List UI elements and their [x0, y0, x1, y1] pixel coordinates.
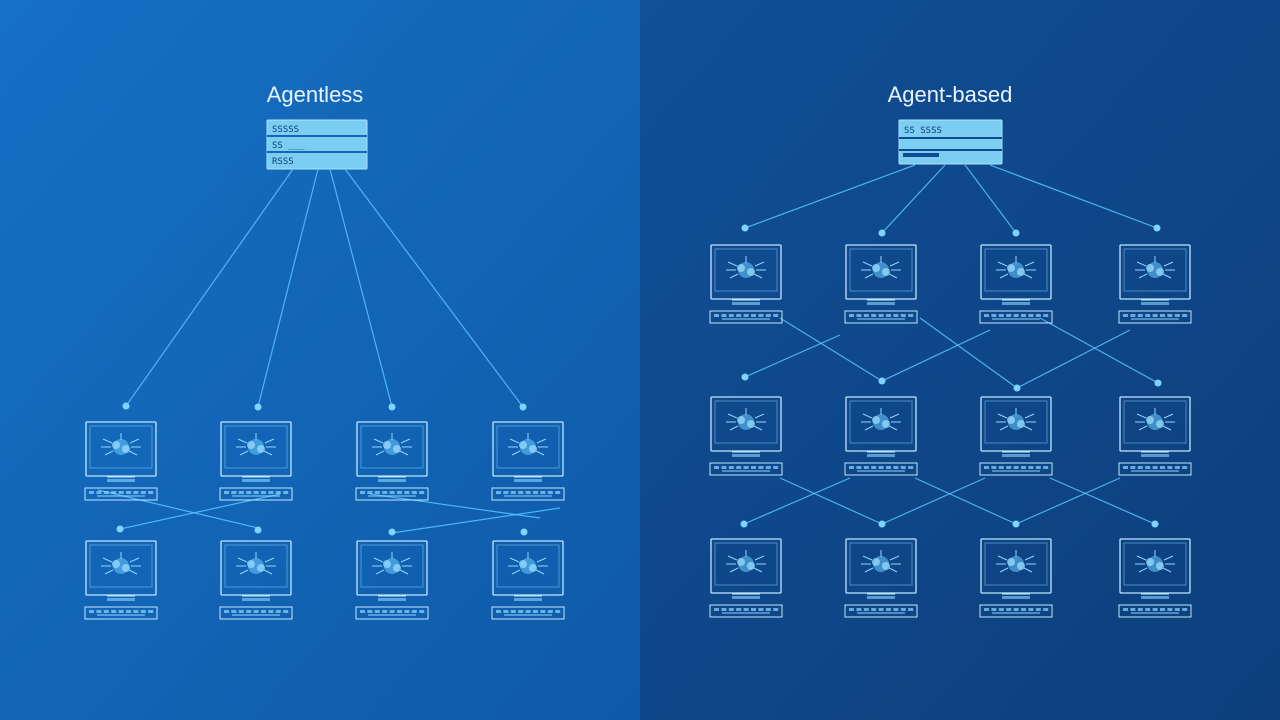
- computer-workstation-icon: [355, 540, 429, 620]
- connection-line: [743, 477, 851, 525]
- connection-line: [779, 477, 883, 525]
- connection-node: [520, 528, 528, 536]
- computer-workstation-icon: [979, 396, 1053, 476]
- connection-node: [1154, 379, 1162, 387]
- computer-workstation-icon: [491, 421, 565, 501]
- connection-line: [329, 168, 393, 408]
- computer-workstation-icon: [979, 538, 1053, 618]
- connection-line: [881, 329, 991, 382]
- connection-line: [964, 164, 1017, 234]
- computer-workstation-icon: [844, 244, 918, 324]
- connection-line: [881, 477, 986, 525]
- computer-workstation-icon: [709, 244, 783, 324]
- connection-node: [254, 403, 262, 411]
- client-computers: [84, 421, 565, 620]
- computer-workstation-icon: [1118, 396, 1192, 476]
- server-icon: [266, 119, 368, 170]
- computer-workstation-icon: [844, 538, 918, 618]
- connection-node: [878, 229, 886, 237]
- central-server: SS SSSS: [898, 119, 1003, 165]
- server-row-3: RSSS: [272, 157, 294, 167]
- connection-node: [741, 373, 749, 381]
- connection-lines: [743, 164, 1159, 525]
- connection-line: [1039, 317, 1159, 384]
- computer-workstation-icon: [84, 540, 158, 620]
- connection-line: [257, 168, 319, 408]
- agent-based-panel: Agent-based SS SSSS: [709, 82, 1192, 618]
- connection-node: [1012, 520, 1020, 528]
- connection-line: [391, 507, 561, 534]
- connection-line: [1049, 477, 1156, 525]
- server-row-2: SS ___: [272, 141, 305, 151]
- connection-line: [744, 334, 841, 378]
- connection-line: [369, 493, 541, 519]
- connection-line: [779, 317, 883, 382]
- computer-workstation-icon: [491, 540, 565, 620]
- right-panel-title: Agent-based: [888, 82, 1013, 107]
- computer-workstation-icon: [979, 244, 1053, 324]
- connection-line: [914, 477, 1017, 525]
- connection-line: [744, 164, 916, 229]
- connection-node: [388, 403, 396, 411]
- connection-node: [122, 402, 130, 410]
- connection-line: [919, 317, 1018, 389]
- connection-line: [881, 164, 946, 234]
- left-panel-title: Agentless: [267, 82, 364, 107]
- connection-node: [878, 377, 886, 385]
- computer-workstation-icon: [1118, 244, 1192, 324]
- connection-node: [1151, 520, 1159, 528]
- connection-line: [1016, 329, 1131, 389]
- connection-node: [254, 526, 262, 534]
- computer-workstation-icon: [844, 396, 918, 476]
- connection-node: [741, 224, 749, 232]
- central-server: SSSSS SS ___ RSSS: [266, 119, 368, 170]
- computer-workstation-icon: [709, 396, 783, 476]
- connection-node: [519, 403, 527, 411]
- server-row-1: SSSSS: [272, 125, 299, 135]
- agentless-panel: Agentless SSSSS SS ___ RSSS: [84, 82, 565, 620]
- computer-workstation-icon: [355, 421, 429, 501]
- client-computers: [709, 244, 1192, 618]
- computer-workstation-icon: [84, 421, 158, 501]
- connection-line: [989, 164, 1158, 229]
- server-row-1: SS SSSS: [904, 126, 942, 136]
- connection-line: [344, 168, 524, 408]
- connection-node: [116, 525, 124, 533]
- connection-node: [1153, 224, 1161, 232]
- computer-workstation-icon: [1118, 538, 1192, 618]
- connection-nodes: [740, 224, 1162, 528]
- connection-node: [878, 520, 886, 528]
- connection-line: [125, 168, 294, 407]
- connection-nodes: [116, 402, 528, 536]
- connection-node: [1013, 384, 1021, 392]
- computer-workstation-icon: [219, 540, 293, 620]
- connection-node: [1012, 229, 1020, 237]
- computer-workstation-icon: [709, 538, 783, 618]
- connection-line: [1015, 477, 1121, 525]
- server-icon: [898, 119, 1003, 165]
- computer-workstation-icon: [219, 421, 293, 501]
- connection-node: [388, 528, 396, 536]
- connection-node: [740, 520, 748, 528]
